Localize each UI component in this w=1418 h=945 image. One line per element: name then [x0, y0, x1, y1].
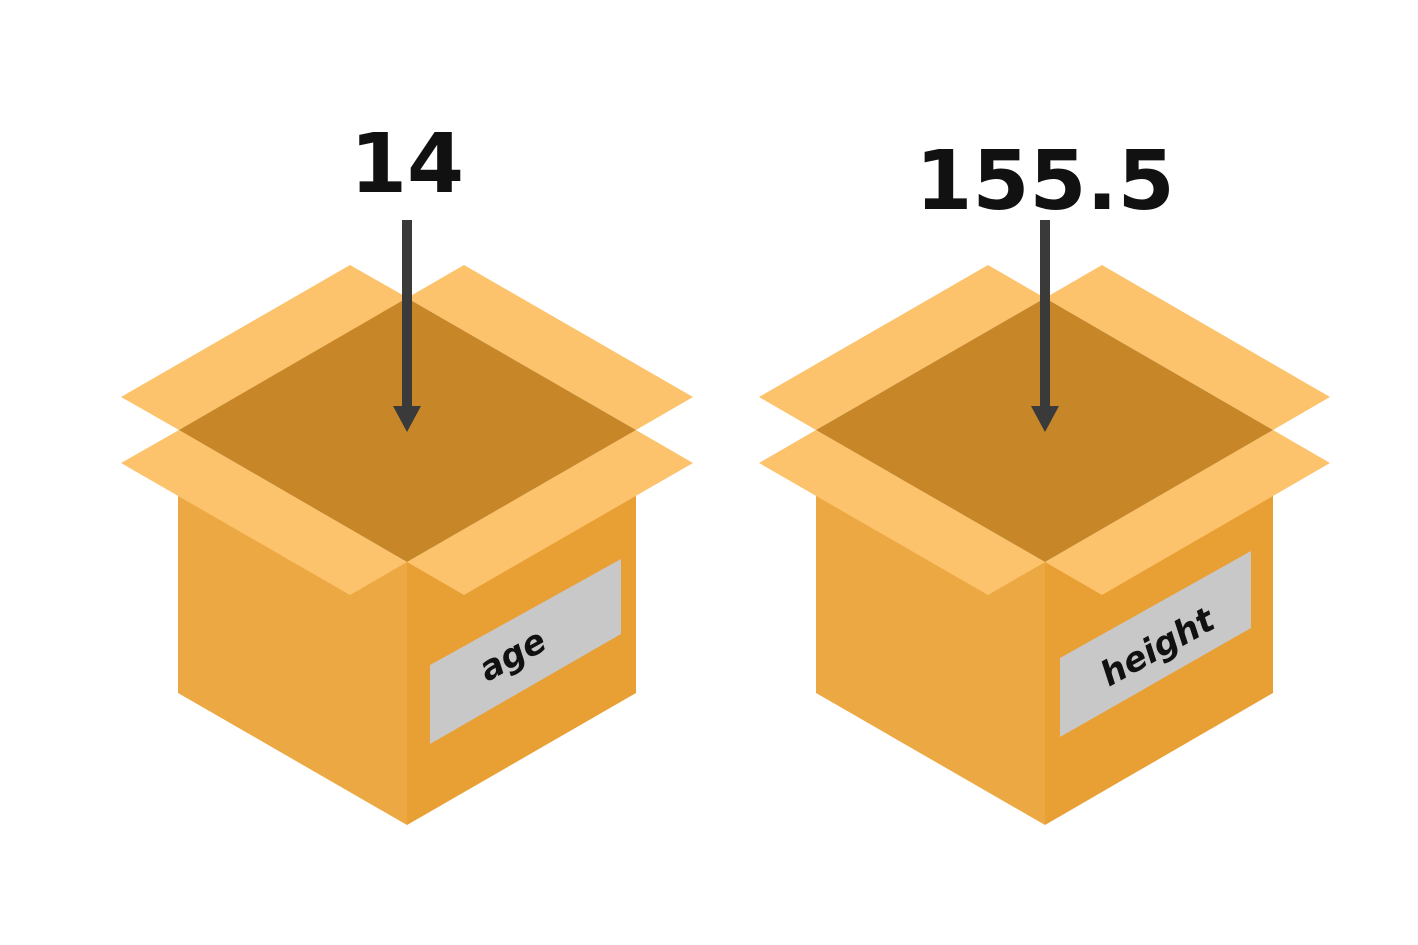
label-panel — [1060, 551, 1251, 737]
box-right-flap — [1045, 265, 1330, 595]
box-left-flap — [759, 265, 1045, 595]
value-text: 14 — [350, 117, 464, 212]
value-text: 155.5 — [915, 134, 1174, 229]
box-height: height 155.5 — [759, 134, 1330, 825]
box-age: age 14 — [121, 117, 693, 825]
arrow-head — [1031, 406, 1059, 432]
arrow-head — [393, 406, 421, 432]
box-right-flap — [407, 265, 693, 595]
label-panel — [430, 559, 621, 744]
box-left-flap — [121, 265, 408, 595]
